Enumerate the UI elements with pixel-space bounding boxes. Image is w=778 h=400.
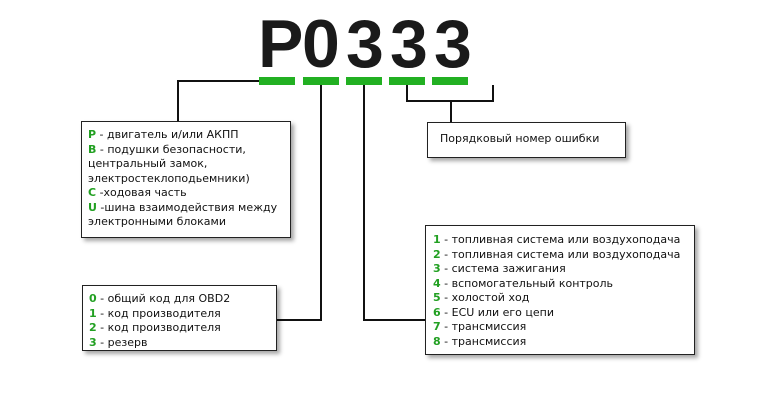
connector-digit2 [363, 85, 425, 321]
legend-line: электронными блоками [88, 215, 226, 228]
connector-digit1 [277, 85, 322, 321]
legend-line: центральный замок, [88, 157, 208, 170]
legend-line: 0 - общий код для OBD2 [89, 292, 231, 305]
legend-line: B - подушки безопасности, [88, 142, 246, 156]
legend-line: U -шина взаимодействия между [88, 200, 278, 214]
legend-line: 1 - топливная система или воздухоподача [433, 233, 681, 246]
error-number-box: Порядковый номер ошибки [427, 122, 626, 158]
code-char-3b: 3 [390, 6, 429, 82]
legend-line: 3 - резерв [89, 335, 148, 349]
legend-line: 5 - холостой ход [433, 291, 530, 304]
code-char-p: P [258, 6, 305, 82]
legend-line: 4 - вспомогательный контроль [433, 276, 614, 290]
legend-line: 8 - трансмиссия [433, 334, 527, 348]
legend-line: C -ходовая часть [88, 186, 187, 199]
connector-number-bracket [406, 85, 494, 102]
segment-1 [259, 77, 295, 85]
legend-line: 1 - код производителя [89, 306, 221, 320]
legend-line: 7 - трансмиссия [433, 320, 527, 333]
legend-line: 2 - топливная система или воздухоподача [433, 247, 681, 261]
legend-line: P - двигатель и/или АКПП [88, 128, 239, 141]
segment-2 [303, 77, 339, 85]
legend-line: 3 - система зажигания [433, 262, 566, 275]
connector-letter [177, 80, 259, 121]
code-char-3a: 3 [346, 6, 385, 82]
code-char-3c: 3 [434, 6, 473, 82]
code-char-0: 0 [302, 6, 341, 82]
error-number-label: Порядковый номер ошибки [440, 132, 600, 145]
legend-line: электростеклоподьемники) [88, 171, 250, 185]
letter-legend-box: P - двигатель и/или АКПП B - подушки без… [81, 121, 291, 238]
segment-4 [389, 77, 425, 85]
first-digit-legend-box: 0 - общий код для OBD2 1 - код производи… [82, 285, 277, 351]
legend-line: 2 - код производителя [89, 321, 221, 334]
second-digit-legend-box: 1 - топливная система или воздухоподача … [425, 225, 695, 355]
segment-5 [432, 77, 468, 85]
legend-line: 6 - ECU или его цепи [433, 305, 554, 319]
error-code: P 0 3 3 3 [258, 4, 478, 84]
segment-3 [346, 77, 382, 85]
